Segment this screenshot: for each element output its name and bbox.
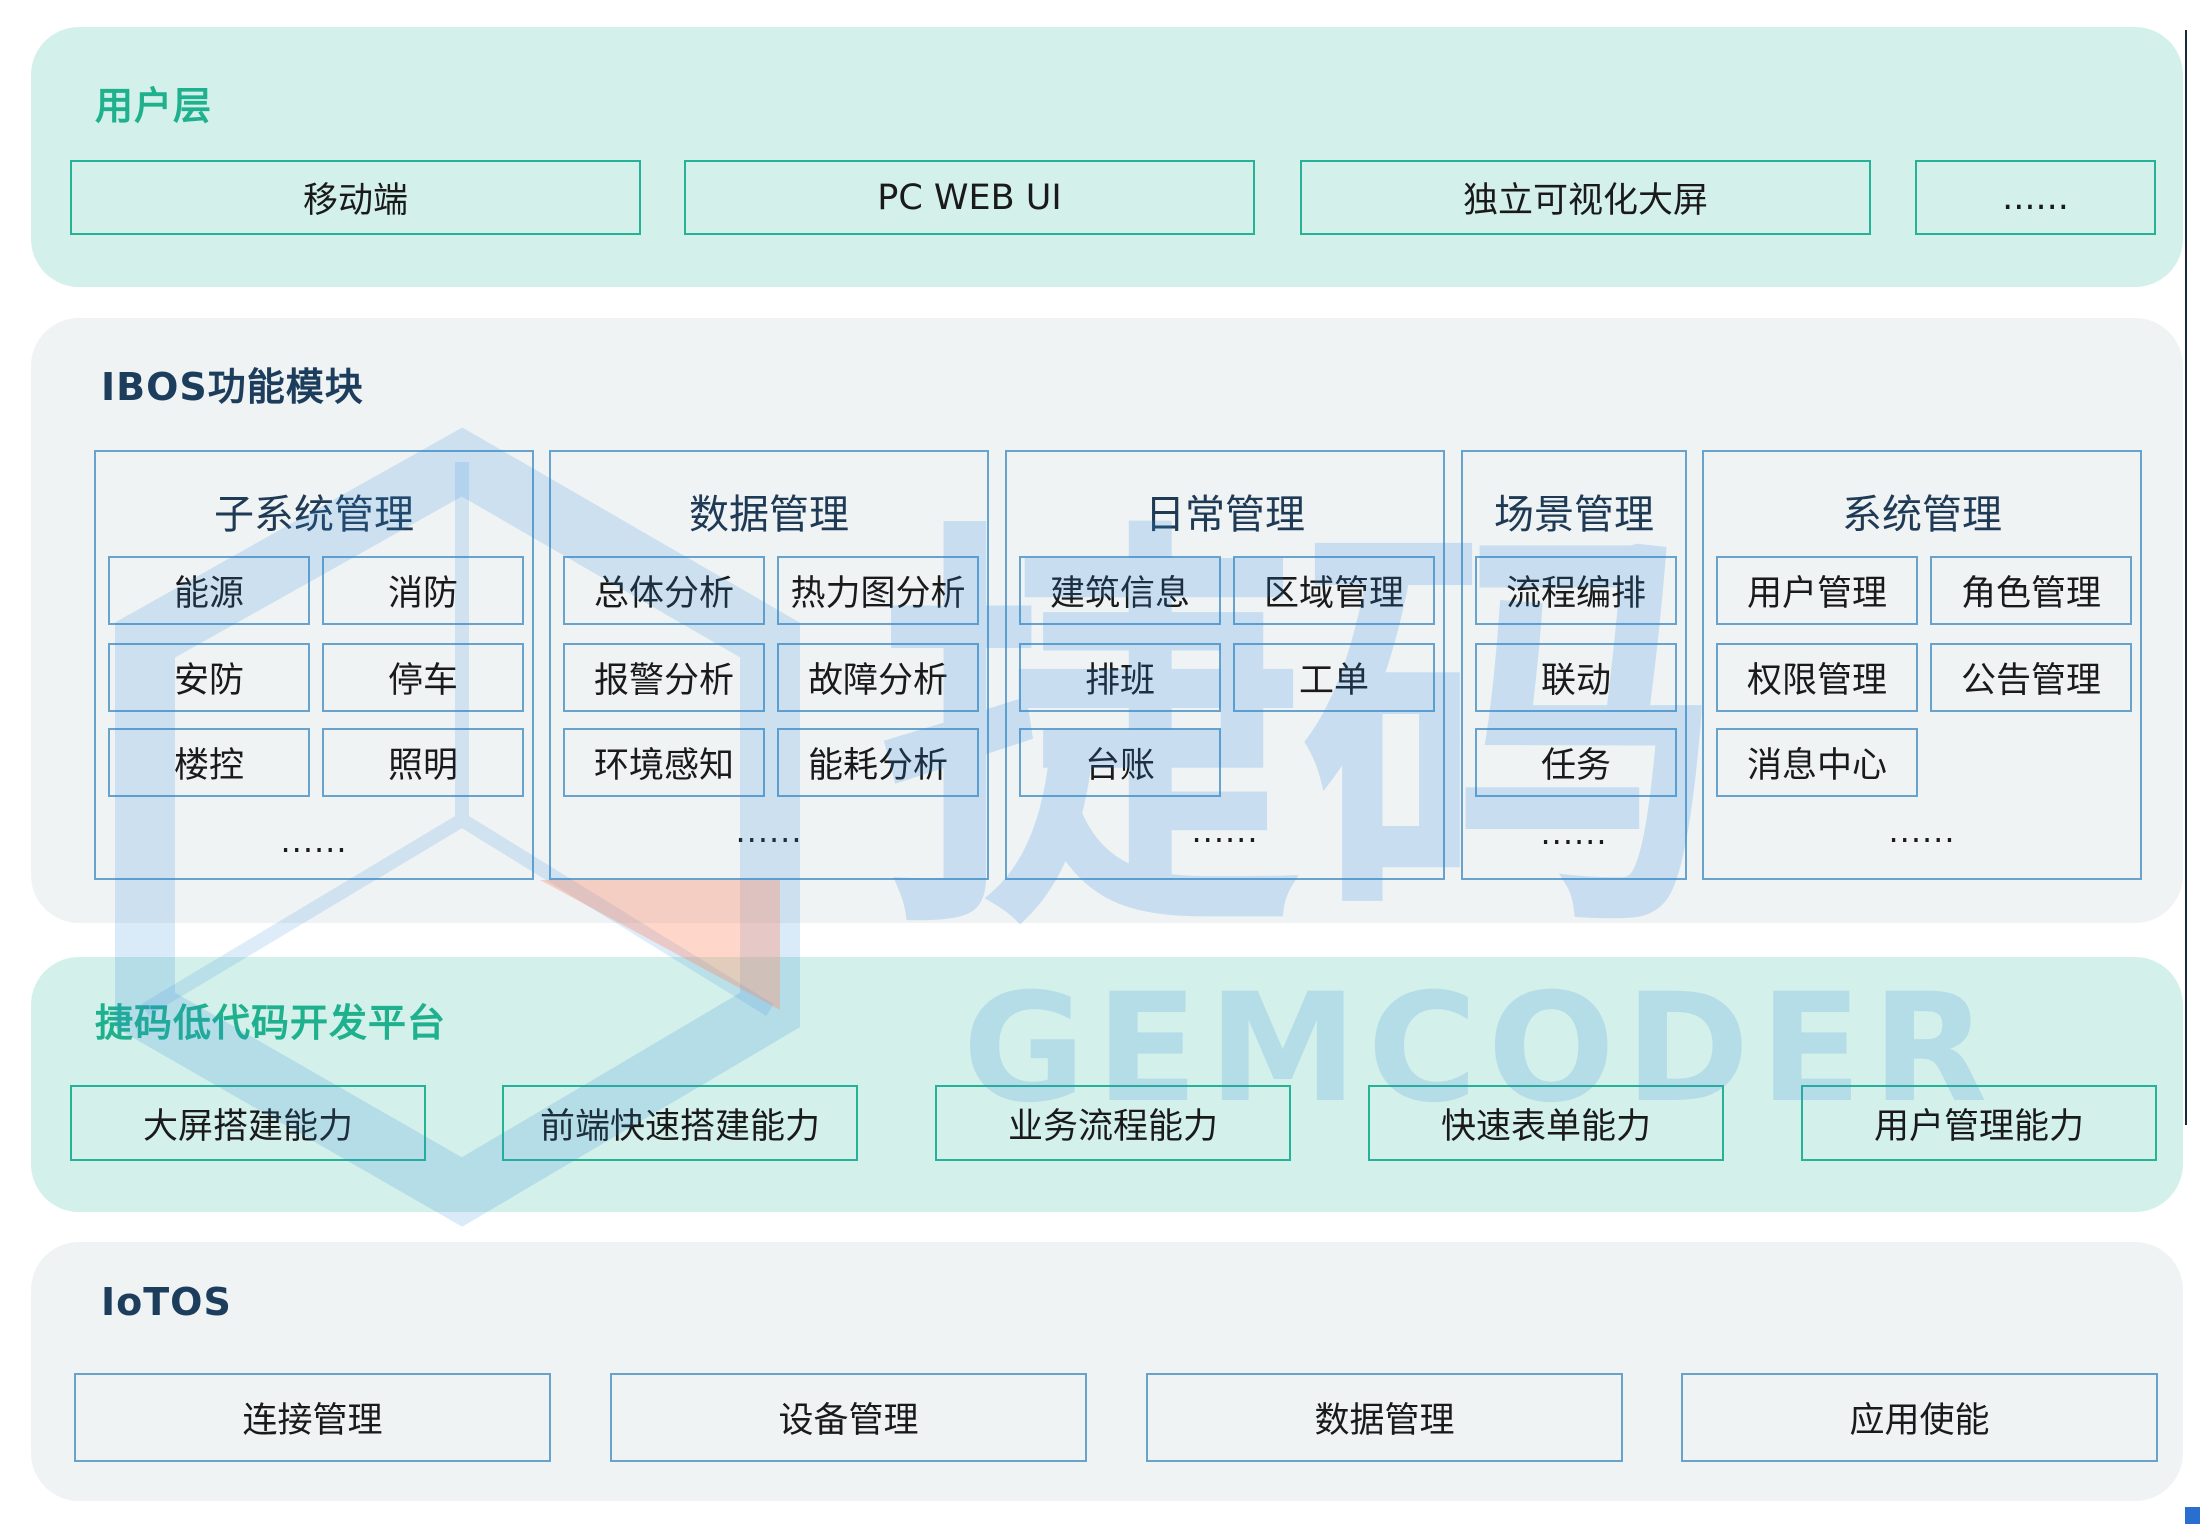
ibos-layer-title: IBOS功能模块 [101, 365, 364, 409]
module-title: 系统管理 [1842, 492, 2002, 538]
module-item: 台账 [1019, 728, 1221, 797]
iotos-item: 数据管理 [1146, 1373, 1623, 1462]
module-item: 故障分析 [777, 643, 979, 712]
module-item: 安防 [108, 643, 310, 712]
module-title: 日常管理 [1145, 492, 1305, 538]
user-layer [31, 27, 2183, 287]
ibos-module-layer [31, 318, 2183, 923]
user-layer-item: 移动端 [70, 160, 641, 235]
module-item: 公告管理 [1930, 643, 2132, 712]
module-item: 停车 [322, 643, 524, 712]
lowcode-capability: 大屏搭建能力 [70, 1085, 426, 1161]
user-layer-item-more: ...... [1915, 160, 2156, 235]
lowcode-capability: 快速表单能力 [1368, 1085, 1724, 1161]
module-title: 数据管理 [689, 492, 849, 538]
iotos-layer-title: IoTOS [101, 1280, 232, 1324]
module-item: 总体分析 [563, 556, 765, 625]
module-item: 建筑信息 [1019, 556, 1221, 625]
iotos-layer [31, 1242, 2183, 1501]
module-item: 能源 [108, 556, 310, 625]
module-panel-system: 系统管理 用户管理 角色管理 权限管理 公告管理 消息中心 ...... [1702, 450, 2142, 880]
module-item: 照明 [322, 728, 524, 797]
module-item: 消息中心 [1716, 728, 1918, 797]
module-item: 工单 [1233, 643, 1435, 712]
module-item: 能耗分析 [777, 728, 979, 797]
edge-mark [2185, 1507, 2200, 1524]
module-more: ...... [1540, 814, 1608, 852]
iotos-item: 连接管理 [74, 1373, 551, 1462]
module-item: 用户管理 [1716, 556, 1918, 625]
module-more: ...... [1191, 812, 1259, 850]
module-item: 任务 [1475, 728, 1677, 797]
module-item: 楼控 [108, 728, 310, 797]
module-item: 角色管理 [1930, 556, 2132, 625]
module-item: 排班 [1019, 643, 1221, 712]
user-layer-title: 用户层 [95, 84, 213, 128]
lowcode-platform-layer [31, 957, 2183, 1212]
module-more: ...... [1888, 812, 1956, 850]
lowcode-capability: 用户管理能力 [1801, 1085, 2157, 1161]
module-title: 场景管理 [1494, 492, 1654, 538]
lowcode-capability: 前端快速搭建能力 [502, 1085, 858, 1161]
module-panel-daily: 日常管理 建筑信息 区域管理 排班 工单 台账 ...... [1005, 450, 1445, 880]
module-more: ...... [735, 812, 803, 850]
module-panel-subsystem: 子系统管理 能源 消防 安防 停车 楼控 照明 ...... [94, 450, 534, 880]
edge-line [2185, 30, 2187, 1125]
lowcode-capability: 业务流程能力 [935, 1085, 1291, 1161]
module-item: 流程编排 [1475, 556, 1677, 625]
module-item: 联动 [1475, 643, 1677, 712]
module-item: 热力图分析 [777, 556, 979, 625]
module-more: ...... [280, 822, 348, 860]
module-panel-scene: 场景管理 流程编排 联动 任务 ...... [1461, 450, 1687, 880]
module-item: 区域管理 [1233, 556, 1435, 625]
user-layer-item: 独立可视化大屏 [1300, 160, 1871, 235]
module-item: 权限管理 [1716, 643, 1918, 712]
lowcode-layer-title: 捷码低代码开发平台 [95, 1001, 447, 1045]
module-item: 环境感知 [563, 728, 765, 797]
module-panel-data: 数据管理 总体分析 热力图分析 报警分析 故障分析 环境感知 能耗分析 ....… [549, 450, 989, 880]
module-item: 报警分析 [563, 643, 765, 712]
module-title: 子系统管理 [214, 492, 414, 538]
module-item: 消防 [322, 556, 524, 625]
iotos-item: 应用使能 [1681, 1373, 2158, 1462]
user-layer-item: PC WEB UI [684, 160, 1255, 235]
iotos-item: 设备管理 [610, 1373, 1087, 1462]
